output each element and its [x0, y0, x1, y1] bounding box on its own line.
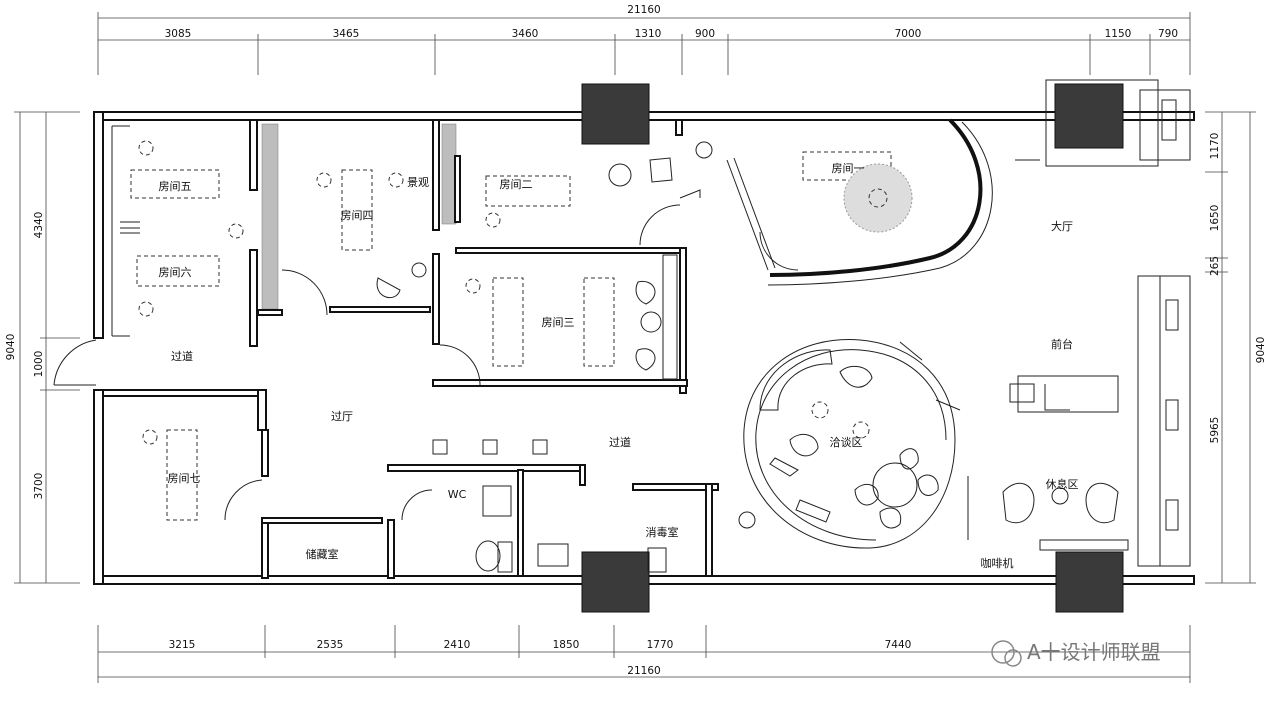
room-7-label: 房间七 — [168, 472, 201, 485]
column — [1055, 551, 1124, 613]
top-dim-6: 7000 — [895, 28, 922, 40]
watermark-text: A十设计师联盟 — [1027, 640, 1161, 664]
wechat-icon — [991, 640, 1015, 664]
top-dim-5: 900 — [695, 28, 715, 40]
storage-label: 储藏室 — [306, 547, 339, 561]
meeting-label: 洽谈区 — [830, 436, 863, 449]
right-dim-1: 1170 — [1209, 133, 1221, 160]
column — [1054, 83, 1124, 149]
room-1 — [679, 118, 993, 286]
corridor-mid-label: 过道 — [609, 435, 631, 449]
lounge-label: 休息区 — [1046, 477, 1079, 491]
watermark: A十设计师联盟 — [991, 640, 1161, 667]
room-4 — [257, 119, 457, 345]
structural-columns — [581, 79, 1159, 613]
bottom-dim-6: 7440 — [885, 639, 912, 651]
room-2 — [454, 119, 687, 254]
meeting-area — [738, 339, 961, 549]
top-total-dim: 21160 — [627, 4, 660, 16]
right-dim-2: 1650 — [1209, 205, 1221, 232]
right-dim-4: 5965 — [1209, 417, 1221, 444]
bottom-dim-1: 3215 — [169, 639, 196, 651]
wc-label: WC — [448, 488, 467, 501]
lower-left-rooms — [102, 389, 719, 579]
top-dim-1: 3085 — [165, 28, 192, 40]
top-dim-3: 3460 — [512, 28, 539, 40]
right-side — [967, 89, 1191, 567]
top-dim-7: 1150 — [1105, 28, 1132, 40]
bottom-dimensions: 3215 2535 2410 1850 1770 7440 21160 — [97, 625, 1191, 683]
hall-label: 大厅 — [1051, 219, 1073, 233]
right-dim-3: 265 — [1209, 256, 1221, 276]
disinfection-label: 消毒室 — [646, 525, 679, 539]
bottom-dim-2: 2535 — [317, 639, 344, 651]
top-dim-4: 1310 — [635, 28, 662, 40]
landscape-label: 景观 — [407, 176, 429, 189]
coffee-machine-label: 咖啡机 — [981, 556, 1014, 570]
room-6-label: 房间六 — [159, 266, 192, 279]
right-total-dim: 9040 — [1255, 337, 1267, 364]
left-dim-2: 1000 — [33, 351, 45, 378]
bottom-dim-5: 1770 — [647, 639, 674, 651]
bottom-total-dim: 21160 — [627, 665, 660, 677]
left-dimensions: 9040 4340 1000 3700 — [5, 111, 80, 584]
room-3 — [432, 247, 688, 394]
room-2-label: 房间二 — [500, 178, 533, 191]
rooms-5-6 — [111, 119, 258, 347]
room-labels: 房间五 房间六 房间四 景观 房间二 房间一 房间三 大厅 前台 过道 过厅 过… — [159, 162, 1079, 570]
room-3-label: 房间三 — [542, 316, 575, 329]
bottom-dim-3: 2410 — [444, 639, 471, 651]
room-5-label: 房间五 — [159, 180, 192, 193]
left-total-dim: 9040 — [5, 334, 17, 361]
right-dimensions: 1170 1650 265 5965 9040 — [1205, 111, 1267, 584]
reception-label: 前台 — [1051, 337, 1073, 351]
top-dimensions: 21160 3085 3465 3460 1310 900 7000 1150 … — [97, 4, 1191, 75]
outer-walls — [53, 111, 1195, 585]
lobby-label: 过厅 — [331, 410, 353, 423]
bottom-dim-4: 1850 — [553, 639, 580, 651]
corridor-left-label: 过道 — [171, 349, 193, 363]
column — [581, 83, 650, 145]
left-dim-3: 3700 — [33, 473, 45, 500]
left-dim-1: 4340 — [33, 212, 45, 239]
column — [581, 551, 650, 613]
room-4-label: 房间四 — [341, 209, 374, 222]
top-dim-2: 3465 — [333, 28, 360, 40]
top-dim-8: 790 — [1158, 28, 1178, 40]
room-1-label: 房间一 — [832, 162, 865, 175]
